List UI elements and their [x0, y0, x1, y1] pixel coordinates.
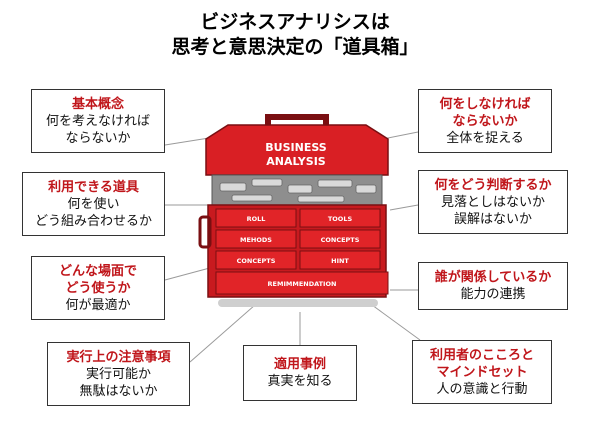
box-stakeholders: 誰が関係しているか 能力の連携	[418, 262, 568, 310]
drawer-label-tools: TOOLS	[328, 215, 353, 223]
drawer-label-methods: MEHODS	[240, 236, 272, 244]
tray-tool-6	[231, 194, 273, 202]
toolbox-handle	[265, 114, 329, 127]
drawer-label-hint: HINT	[331, 257, 349, 265]
title-line-2: 思考と意思決定の「道具箱」	[171, 36, 419, 58]
lid-label-line-2: ANALYSIS	[266, 155, 326, 168]
tray-tool-4	[317, 179, 353, 188]
box-mindset: 利用者のこころと マインドセット 人の意識と行動	[412, 340, 552, 404]
tray-tool-7	[297, 195, 345, 203]
title-line-1: ビジネスアナリシスは	[200, 11, 390, 33]
box-basic-line-1: 何を考えなければ	[45, 113, 150, 129]
drawer-2-left	[215, 229, 297, 249]
box-application-cases: 適用事例 真実を知る	[243, 345, 357, 401]
box-cautions-line-1: 実行可能か	[85, 366, 151, 382]
tray-tool-2	[251, 178, 283, 187]
drawer-label-concepts: CONCEPTS	[321, 236, 360, 244]
connector-cautions	[189, 304, 256, 363]
box-who-heading: 誰が関係しているか	[434, 270, 552, 285]
page-title: ビジネスアナリシスは 思考と意思決定の「道具箱」	[0, 10, 590, 60]
box-cautions-line-2: 無駄はないか	[79, 383, 158, 399]
box-what-heading-2: ならないか	[452, 113, 518, 129]
box-mindset-line-1: 人の意識と行動	[436, 381, 528, 397]
drawer-1-right	[299, 208, 381, 228]
box-judge-heading: 何をどう判断するか	[434, 177, 552, 193]
toolbox-lid	[205, 124, 389, 176]
drawer-label-roll: ROLL	[247, 215, 266, 223]
toolbox-illustration: BUSINESS ANALYSIS ROLL TOOLS MEHODS CONC…	[198, 114, 389, 307]
drawer-1-left	[215, 208, 297, 228]
lid-label-line-1: BUSINESS	[265, 141, 326, 154]
box-judge-line-2: 誤解はないか	[453, 211, 532, 227]
toolbox-shadow	[218, 299, 378, 307]
box-situation: どんな場面で どう使うか 何が最適か	[31, 256, 165, 320]
tray-tool-1	[219, 182, 247, 192]
tray-tool-5	[355, 184, 377, 194]
drawer-label-recommendation: REMIMMENDATION	[268, 280, 337, 288]
box-tools-heading: 利用できる道具	[48, 179, 139, 195]
box-judgement: 何をどう判断するか 見落としはないか 誤解はないか	[418, 170, 568, 234]
box-available-tools: 利用できる道具 何を使い どう組み合わせるか	[22, 172, 165, 236]
connector-mindset	[371, 304, 421, 341]
box-cautions-heading: 実行上の注意事項	[66, 349, 171, 365]
box-what-heading-1: 何をしなければ	[439, 96, 531, 112]
drawer-label-concepts-2: CONCEPTS	[237, 257, 276, 265]
box-situation-line-1: 何が最適か	[65, 297, 131, 313]
box-what-line-1: 全体を捉える	[446, 130, 524, 146]
box-tools-line-1: 何を使い	[67, 196, 120, 212]
box-basic-heading: 基本概念	[71, 96, 124, 112]
tray-tools	[219, 178, 377, 203]
box-basic-concepts: 基本概念 何を考えなければ ならないか	[31, 89, 165, 153]
box-cautions: 実行上の注意事項 実行可能か 無駄はないか	[47, 342, 190, 406]
box-cases-heading: 適用事例	[273, 357, 326, 372]
connector-judge	[389, 204, 419, 211]
box-situation-heading-1: どんな場面で	[58, 263, 137, 279]
box-who-line-1: 能力の連携	[460, 287, 526, 302]
box-basic-line-2: ならないか	[65, 130, 131, 146]
drawer-4-wide	[215, 271, 389, 295]
box-situation-heading-2: どう使うか	[65, 280, 131, 296]
drawer-3-left	[215, 250, 297, 270]
drawer-2-right	[299, 229, 381, 249]
side-handle	[198, 215, 212, 249]
box-judge-line-1: 見落としはないか	[440, 194, 545, 210]
box-what-to-do: 何をしなければ ならないか 全体を捉える	[418, 89, 552, 153]
drawer-3-right	[299, 250, 381, 270]
box-tools-line-2: どう組み合わせるか	[34, 213, 152, 229]
box-mindset-heading-2: マインドセット	[436, 364, 528, 380]
tray-tool-3	[287, 184, 313, 194]
box-cases-line-1: 真実を知る	[267, 374, 333, 389]
box-mindset-heading-1: 利用者のこころと	[429, 347, 534, 363]
